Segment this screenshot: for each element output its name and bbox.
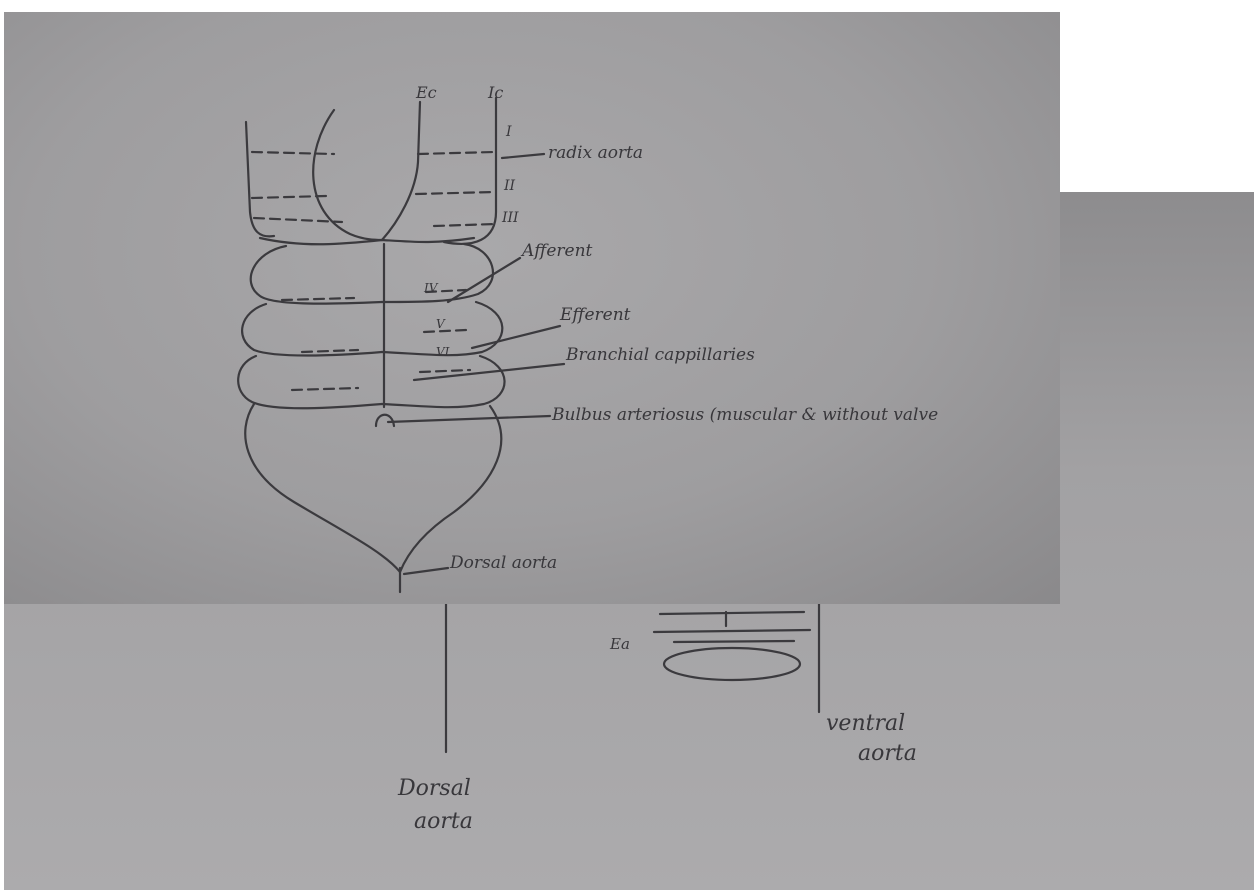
capillaries-label: Branchial cappillaries [565, 345, 755, 365]
arch-5-label: V [436, 317, 446, 331]
front-photo: Ec Ic I II III IV V VI radix aorta Affer… [4, 12, 1060, 604]
left-lobe-3 [238, 356, 382, 408]
bulbus-label: Bulbus arteriosus (muscular & without va… [551, 405, 938, 425]
right-lobe-3 [382, 356, 505, 407]
gill-bar-2 [654, 630, 810, 632]
ec-label: Ec [415, 83, 437, 102]
bulbus-pointer [388, 416, 550, 422]
gill-hatch-left-1 [282, 298, 354, 300]
radix-pointer [502, 154, 544, 158]
gill-bar-3 [674, 641, 794, 642]
gill-hatch-left-3 [292, 388, 358, 390]
afferent-label: Afferent [520, 241, 593, 261]
arch-3-label: III [501, 210, 519, 226]
arch-4-label: IV [423, 281, 439, 295]
ec-stem [382, 102, 420, 240]
gill-hatch-left-2 [302, 350, 358, 352]
dorsal-label: Dorsal [397, 776, 471, 801]
arch-1 [252, 152, 494, 154]
ventral-label: ventral [826, 711, 905, 736]
gill-bar-1 [660, 612, 804, 614]
ventral-aorta-label: aorta [858, 741, 917, 766]
right-lobe-1 [382, 244, 493, 302]
afferent-pointer [448, 258, 520, 302]
left-lobe-1 [251, 246, 382, 304]
right-lobe-4 [400, 406, 501, 572]
ea-label: Ea [609, 635, 630, 653]
ic-label: Ic [487, 83, 503, 102]
arch-6-label: VI [436, 345, 450, 359]
gill-hatch-right-3 [420, 370, 470, 372]
heart-oval [664, 648, 800, 680]
left-lobe-2 [242, 304, 382, 356]
dorsal-aorta-label-top: Dorsal aorta [449, 553, 557, 573]
bulbus-shape [376, 415, 394, 426]
right-outer-wall [444, 98, 496, 244]
efferent-label: Efferent [559, 305, 631, 325]
radix-aorta-label: radix aorta [548, 143, 643, 163]
efferent-pointer [472, 326, 560, 348]
aortic-arches-diagram: Ec Ic I II III IV V VI radix aorta Affer… [4, 12, 1060, 604]
dorsal-pointer [404, 568, 448, 574]
arch-1-label: I [505, 124, 512, 140]
dorsal-aorta-label: aorta [414, 809, 473, 834]
arch-2-label: II [503, 178, 516, 194]
left-lobe-4 [245, 404, 400, 572]
arch-3 [254, 218, 496, 226]
arch-2 [252, 192, 494, 198]
gill-hatch-right-2 [424, 330, 466, 332]
